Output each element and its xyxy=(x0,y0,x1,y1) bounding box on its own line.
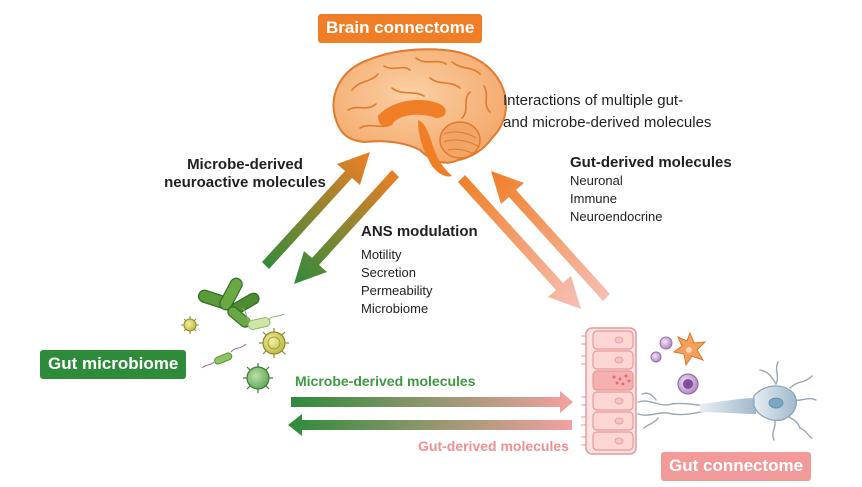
microbe-neuroactive-label: Microbe-derived neuroactive molecules xyxy=(142,156,348,192)
gut-derived-item-immune: Immune xyxy=(570,191,617,206)
epithelium-icon xyxy=(581,327,637,455)
gut-derived-item-neuronal: Neuronal xyxy=(570,173,623,188)
arrow-gut-to-brain xyxy=(491,171,610,301)
interactions-line-2: and microbe-derived molecules xyxy=(503,114,712,131)
ans-modulation-title: ANS modulation xyxy=(361,223,478,240)
neuron-icon xyxy=(637,361,817,441)
interactions-label: Interactions of multiple gut- and microb… xyxy=(503,90,711,134)
ans-item-microbiome: Microbiome xyxy=(361,301,429,316)
arrow-gut-to-microbiome xyxy=(288,414,572,436)
gut-microbiome-badge: Gut microbiome xyxy=(40,350,187,379)
microbe-neuroactive-line-1: Microbe-derived xyxy=(187,156,303,173)
brain-icon xyxy=(332,48,508,177)
arrow-brain-to-microbiome xyxy=(262,152,370,269)
gut-derived-item-neuroendocrine: Neuroendocrine xyxy=(570,209,663,224)
brain-connectome-badge: Brain connectome xyxy=(318,14,483,43)
ans-item-motility: Motility xyxy=(361,247,402,262)
arrow-brain-to-gut xyxy=(458,175,581,309)
immune-cell-icon xyxy=(650,331,707,395)
ans-modulation-block: ANS modulation Motility Secretion Permea… xyxy=(361,223,478,318)
microbe-neuroactive-line-2: neuroactive molecules xyxy=(164,174,326,191)
gut-molecules-label: Gut-derived molecules xyxy=(418,438,569,454)
gut-connectome-badge: Gut connectome xyxy=(661,452,812,481)
microbe-molecules-label: Microbe-derived molecules xyxy=(295,373,476,389)
gut-derived-block: Gut-derived molecules Neuronal Immune Ne… xyxy=(570,154,732,226)
ans-item-permeability: Permeability xyxy=(361,283,433,298)
arrow-microbiome-to-gut xyxy=(291,391,573,413)
bacteria-icon xyxy=(181,277,289,393)
gut-derived-title: Gut-derived molecules xyxy=(570,154,732,171)
interactions-line-1: Interactions of multiple gut- xyxy=(503,92,684,109)
ans-item-secretion: Secretion xyxy=(361,265,416,280)
arrow-microbiome-to-brain xyxy=(294,170,399,284)
